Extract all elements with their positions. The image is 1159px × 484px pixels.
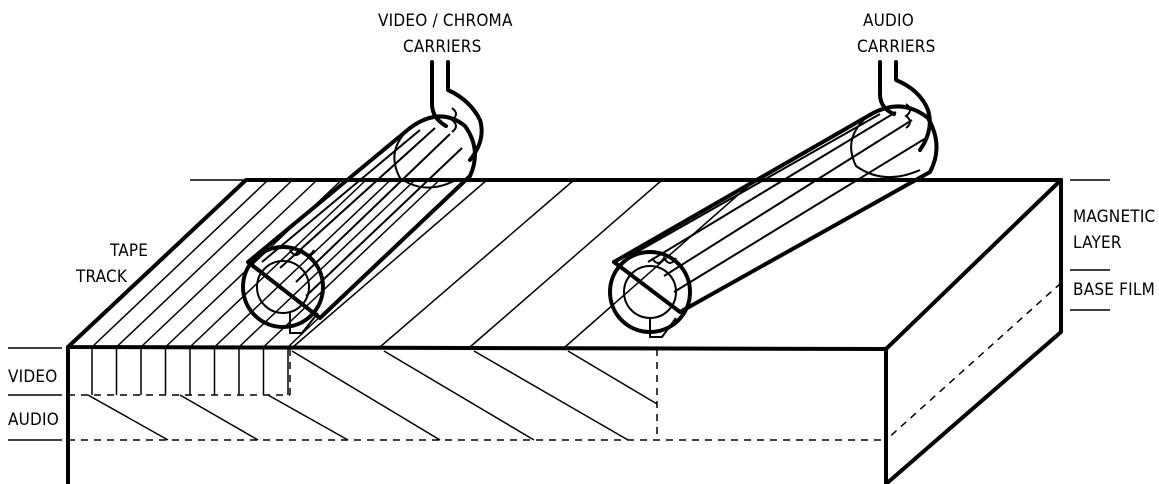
right-face-dashes: [885, 282, 1062, 441]
tape-block: [66, 178, 1063, 484]
video-track-line: [115, 179, 294, 348]
left-label-ticks: [8, 347, 62, 441]
label-audio-carriers-top: AUDIO: [863, 11, 914, 31]
label-carriers-video: CARRIERS: [403, 37, 482, 57]
label-audio-band: AUDIO: [8, 410, 59, 430]
label-magnetic: MAGNETIC: [1073, 207, 1155, 227]
label-video-chroma: VIDEO / CHROMA: [378, 11, 513, 31]
video-track-line: [262, 179, 441, 348]
video-head-end: [241, 245, 325, 329]
video-head: [241, 60, 484, 334]
label-base-film: BASE FILM: [1073, 280, 1155, 300]
right-label-ticks: [1070, 179, 1110, 311]
front-video-band: [68, 349, 658, 440]
video-track-line: [91, 179, 269, 348]
audio-head: [608, 60, 939, 338]
tape-right-face: [884, 178, 1063, 484]
label-tape: TAPE: [109, 241, 148, 261]
label-carriers-audio: CARRIERS: [857, 37, 936, 57]
video-track-line: [238, 179, 416, 348]
video-track-line: [189, 179, 367, 348]
label-track: TRACK: [75, 267, 128, 287]
video-track-line: [140, 179, 318, 348]
video-track-line: [213, 179, 392, 348]
front-audio-tracks: [68, 350, 886, 441]
label-layer: LAYER: [1073, 233, 1122, 253]
label-video-band: VIDEO: [8, 367, 57, 387]
